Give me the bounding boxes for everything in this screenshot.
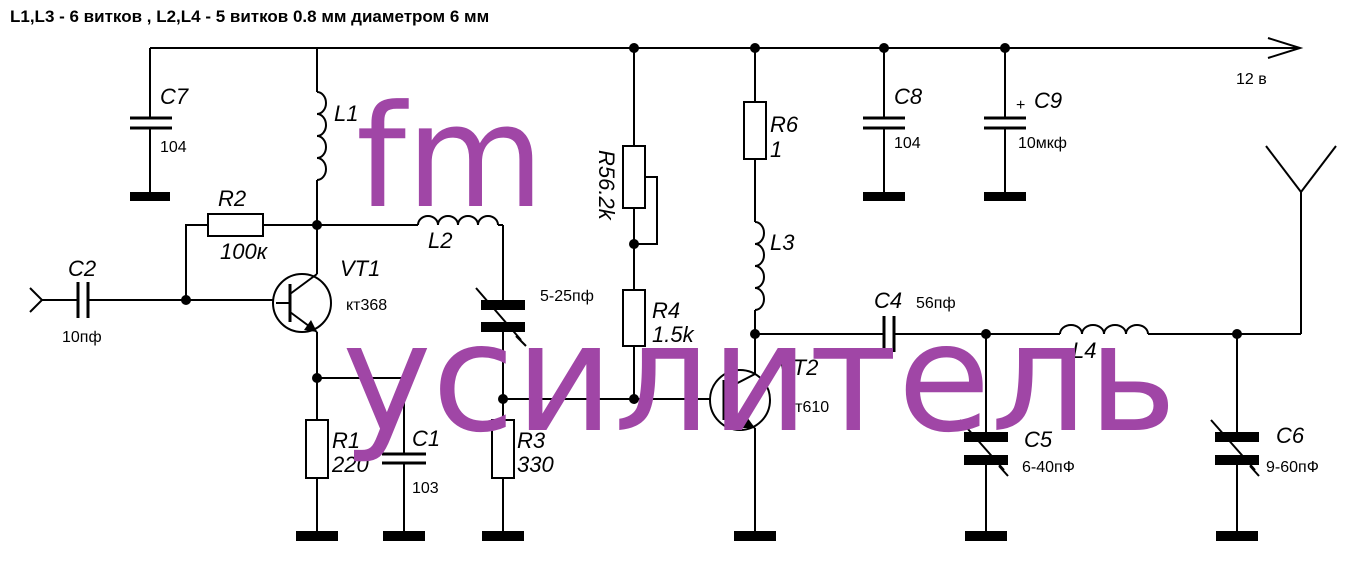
l3-label: L3 (770, 230, 795, 255)
l4-label: L4 (1072, 338, 1096, 363)
l1-label: L1 (334, 101, 358, 126)
trimmer-capacitor-c5 (959, 334, 1009, 541)
r1-label: R1 (332, 428, 360, 453)
resistor-r2 (185, 213, 317, 300)
resistor-r4 (622, 289, 646, 399)
capacitor-c8 (863, 48, 905, 201)
electrolytic-capacitor-c9 (984, 48, 1026, 201)
inductor-l2 (317, 215, 504, 300)
c6-value: 9-60пФ (1266, 459, 1319, 476)
r2-label: R2 (218, 186, 246, 211)
ground-c7 (130, 192, 170, 201)
c9-label: C9 (1034, 88, 1062, 113)
watermark-amplifier: усилитель (342, 292, 1177, 466)
vt1-label: VT1 (340, 256, 380, 281)
ground-vt2 (734, 531, 776, 541)
r3-label: R3 (517, 428, 546, 453)
c7-label: C7 (160, 84, 189, 109)
input-terminal (29, 287, 78, 313)
c4-value: 56пф (916, 295, 956, 312)
r4-value: 1.5k (652, 322, 695, 347)
c9-value: 10мкф (1018, 135, 1067, 152)
ground-c1 (383, 531, 425, 541)
resistor-r3 (482, 419, 524, 541)
capacitor-c2 (76, 282, 276, 318)
r6-value: 1 (770, 137, 782, 162)
vt2-value: кт610 (788, 399, 829, 416)
inductor-l1 (312, 48, 327, 268)
c8-value: 104 (894, 135, 921, 152)
resistor-r6 (743, 48, 767, 222)
trimmer-capacitor-c6 (1210, 334, 1260, 541)
antenna-icon (1265, 145, 1337, 334)
ground-c6 (1216, 531, 1258, 541)
trimmer-capacitor-c3 (475, 287, 527, 420)
c7-value: 104 (160, 139, 187, 156)
c8-label: C8 (894, 84, 923, 109)
c5-label: C5 (1024, 427, 1053, 452)
ground-c8 (863, 192, 905, 201)
supply-voltage-label: 12 в (1236, 71, 1267, 88)
capacitor-c4 (755, 316, 1060, 352)
c1-value: 103 (412, 480, 439, 497)
c1-label: C1 (412, 426, 440, 451)
r6-label: R6 (770, 112, 799, 137)
r3-value: 330 (517, 452, 554, 477)
c6-label: C6 (1276, 423, 1305, 448)
transistor-vt1 (272, 268, 332, 420)
c9-polarity: + (1016, 97, 1025, 114)
inductor-l4 (1059, 324, 1301, 339)
potentiometer-r5 (622, 48, 658, 290)
l2-label: L2 (428, 228, 452, 253)
ground-c9 (984, 192, 1026, 201)
coil-spec-title: L1,L3 - 6 витков , L2,L4 - 5 витков 0.8 … (10, 7, 489, 26)
r4-label: R4 (652, 298, 680, 323)
r5-label: R56.2k (594, 150, 619, 221)
c4-label: C4 (874, 288, 902, 313)
capacitor-c7 (130, 48, 172, 201)
r1-value: 220 (331, 452, 369, 477)
c2-label: C2 (68, 256, 96, 281)
ground-c5 (965, 531, 1007, 541)
watermark-fm: fm (356, 75, 544, 240)
ground-r3 (482, 531, 524, 541)
vt2-label: VT2 (778, 355, 818, 380)
c5-value: 6-40пФ (1022, 459, 1075, 476)
ground-r1 (296, 531, 338, 541)
resistor-r1 (296, 419, 338, 541)
r2-value: 100к (220, 239, 269, 264)
capacitor-c1 (317, 377, 426, 541)
power-rail (150, 37, 1304, 59)
c2-value: 10пф (62, 329, 102, 346)
c3-value: 5-25пф (540, 288, 594, 305)
transistor-vt2 (709, 369, 776, 541)
vt1-value: кт368 (346, 297, 387, 314)
